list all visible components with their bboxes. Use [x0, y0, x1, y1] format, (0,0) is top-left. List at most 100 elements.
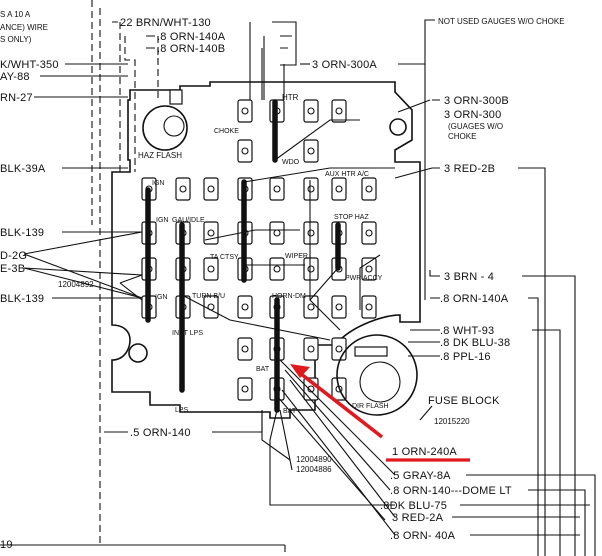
fuse-terminal — [207, 185, 215, 193]
label-orn140a-top: .8 ORN-140A — [157, 31, 226, 43]
fuse-cavity — [361, 257, 377, 281]
block-label-wdo: WDO — [282, 159, 300, 166]
label-blk139a: BLK-139 — [0, 227, 44, 239]
mount-hole — [128, 343, 148, 363]
label-gauges2: CHOKE — [448, 132, 476, 141]
block-label-bat2: BAT — [283, 408, 297, 415]
label-gray8a: .5 GRAY-8A — [390, 470, 451, 482]
block-label-turn-bu: TURN B/U — [192, 293, 225, 300]
fuse-cavity — [331, 99, 347, 123]
fuse-terminal — [365, 185, 373, 193]
fuse-cavity — [331, 295, 347, 319]
label-dkblu75: .8DK BLU-75 — [380, 500, 447, 512]
block-label-bat1: BAT — [256, 366, 270, 373]
label-part1: 12004892 — [58, 280, 94, 289]
block-label-pwr-accy: PWR ACCY — [345, 275, 383, 282]
block-label-gau-idle: GAU/IDLE — [172, 217, 205, 224]
fuse-cavity — [331, 177, 347, 201]
fuse-cavity — [237, 337, 253, 361]
fuse-terminal — [335, 107, 343, 115]
label-orn140: .5 ORN-140 — [130, 427, 191, 439]
bottom-labels: .5 ORN-140 1 ORN-240A .5 GRAY-8A .8 ORN-… — [130, 427, 512, 542]
fuse-terminal — [365, 265, 373, 273]
fuse-terminal — [207, 265, 215, 273]
label-blk139b: BLK-139 — [0, 293, 44, 305]
left-labels: S A 10 A ANCE) WIRE S ONLY) K/WHT-350 AY… — [0, 10, 94, 551]
block-label-haz-flash: HAZ FLASH — [138, 151, 182, 160]
fuse-cavity — [303, 257, 319, 281]
fuse-terminal — [365, 303, 373, 311]
highlight-arrow-shaft — [294, 368, 384, 439]
label-rn27: RN-27 — [0, 92, 33, 104]
fuse-cavity — [361, 295, 377, 319]
label-top-wrap3: S ONLY) — [0, 35, 32, 44]
block-label-ign1: IGN — [152, 180, 164, 187]
block-label-inst-lps: INST LPS — [172, 330, 203, 337]
fuse-terminal — [307, 185, 315, 193]
label-blk39a: BLK-39A — [0, 163, 46, 175]
fuse-cavity — [175, 177, 191, 201]
haz-flash-inner — [163, 115, 185, 137]
label-part2: 12004890 — [296, 455, 332, 464]
block-label-choke: CHOKE — [214, 128, 239, 135]
fuse-cavity — [203, 221, 219, 245]
label-fb-part: 12015220 — [434, 417, 470, 426]
block-label-horn-dm: HORN-DM — [272, 293, 306, 300]
label-wht350: K/WHT-350 — [0, 59, 59, 71]
block-label-aux-htr-ac: AUX HTR A/C — [325, 171, 369, 178]
fuse-terminal — [307, 303, 315, 311]
label-ppl16: .8 PPL-16 — [440, 351, 491, 363]
right-labels: 3 ORN-300B 3 ORN-300 (GUAGES W/O CHOKE 3… — [428, 95, 510, 426]
fuse-terminal — [179, 185, 187, 193]
label-brn130: 22 BRN/WHT-130 — [120, 17, 211, 29]
label-top-wrap2: ANCE) WIRE — [0, 23, 48, 32]
fuse-terminal — [273, 185, 281, 193]
block-label-htr: HTR — [282, 93, 299, 102]
fuse-terminal — [241, 107, 249, 115]
fuse-cavity — [303, 221, 319, 245]
fuse-terminal — [335, 345, 343, 353]
label-orn300b: 3 ORN-300B — [444, 95, 509, 107]
leader-lines — [0, 19, 596, 556]
fuse-terminal — [307, 265, 315, 273]
fuse-cavity — [269, 177, 285, 201]
block-label-ign2: IGN — [156, 217, 168, 224]
block-label-wiper: WIPER — [285, 253, 308, 260]
label-red2b: 3 RED-2B — [444, 163, 495, 175]
fuse-terminal — [307, 385, 315, 393]
fuse-cavity — [237, 99, 253, 123]
label-fuse-block: FUSE BLOCK — [428, 395, 500, 407]
label-not-used: NOT USED GAUGES W/O CHOKE — [438, 17, 565, 26]
fuse-cavity — [269, 221, 285, 245]
fuse-cavity — [237, 295, 253, 319]
haz-flash-socket — [142, 105, 188, 151]
label-orn140a-r: .8 ORN-140A — [440, 293, 509, 305]
dir-flash-inner — [359, 361, 401, 403]
fuse-terminal — [365, 229, 373, 237]
fuse-terminal — [241, 147, 249, 155]
block-label-ta-ctsy: TA CTSY — [210, 254, 239, 261]
fuse-cavity — [361, 177, 377, 201]
fuse-terminal — [307, 147, 315, 155]
fuse-cavity — [361, 221, 377, 245]
label-red2a: 3 RED-2A — [392, 512, 444, 524]
fuse-cavity — [303, 99, 319, 123]
block-label-dir-flash: DIR FLASH — [352, 403, 389, 410]
mount-hole-2 — [389, 118, 407, 136]
fuse-cavity — [269, 257, 285, 281]
fuse-cavity — [303, 177, 319, 201]
label-orn300a: 3 ORN-300A — [312, 59, 377, 71]
label-ay88: AY-88 — [0, 71, 30, 83]
label-orn240a: 1 ORN-240A — [392, 446, 457, 458]
fuse-terminal — [241, 385, 249, 393]
label-d2g: D-2G — [0, 250, 27, 262]
top-labels: 22 BRN/WHT-130 .8 ORN-140A .8 ORN-140B 3… — [120, 17, 565, 71]
label-e3b: E-3B — [0, 263, 25, 275]
fuse-cavity — [303, 139, 319, 163]
dir-flash-tab — [354, 346, 388, 357]
label-dkblu38: .8 DK BLU-38 — [440, 337, 510, 349]
haz-flash-clip — [169, 89, 183, 105]
label-part3: 12004886 — [296, 465, 332, 474]
